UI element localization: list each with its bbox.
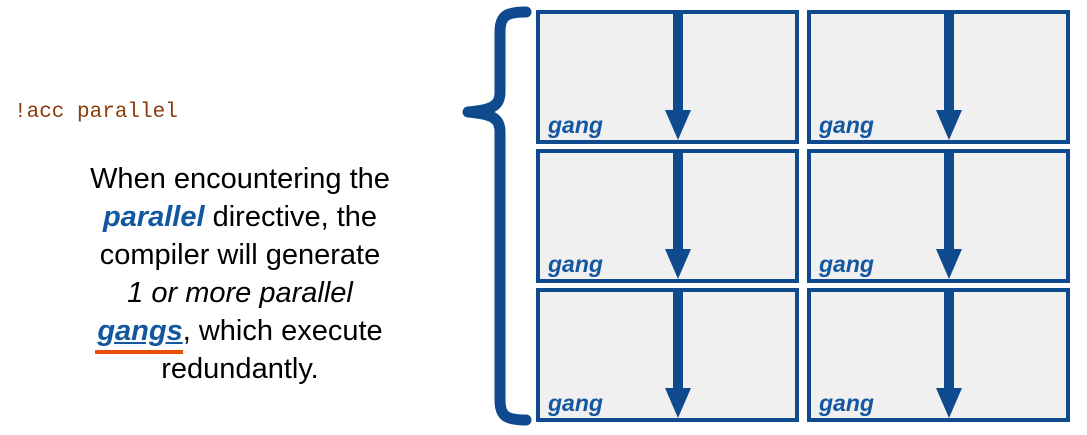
gang-box[interactable]: gang bbox=[807, 149, 1070, 283]
gang-row: gang gang bbox=[536, 149, 1084, 283]
gang-label: gang bbox=[548, 112, 603, 138]
description-text: When encountering the parallel directive… bbox=[30, 160, 450, 388]
arrow-down-icon bbox=[936, 292, 962, 418]
gang-box[interactable]: gang bbox=[536, 288, 799, 422]
arrow-down-icon bbox=[665, 14, 691, 140]
left-curly-brace-icon bbox=[462, 6, 532, 430]
gang-label: gang bbox=[548, 390, 603, 416]
description-line-5-rest: , which execute bbox=[182, 315, 383, 347]
gang-label: gang bbox=[819, 112, 874, 138]
arrow-down-icon bbox=[936, 153, 962, 279]
gang-label: gang bbox=[548, 251, 603, 277]
gang-row: gang gang bbox=[536, 288, 1084, 422]
keyword-parallel: parallel bbox=[102, 201, 205, 233]
description-line-2-rest: directive, the bbox=[204, 201, 378, 233]
acc-parallel-directive-code: !acc parallel bbox=[14, 101, 178, 124]
gang-row: gang gang bbox=[536, 10, 1084, 144]
gang-box[interactable]: gang bbox=[807, 10, 1070, 144]
gang-box[interactable]: gang bbox=[536, 149, 799, 283]
keyword-gangs: gangs bbox=[97, 315, 183, 347]
gang-label: gang bbox=[819, 390, 874, 416]
arrow-down-icon bbox=[936, 14, 962, 140]
arrow-down-icon bbox=[665, 292, 691, 418]
description-line-1: When encountering the bbox=[90, 163, 390, 195]
gang-box[interactable]: gang bbox=[536, 10, 799, 144]
explanation-panel: !acc parallel When encountering the para… bbox=[0, 0, 460, 432]
description-line-6: redundantly. bbox=[161, 353, 319, 385]
description-italic-phrase: 1 or more parallel bbox=[127, 277, 353, 309]
gang-grid: gang gang gang gang gang bbox=[536, 10, 1084, 422]
gang-label: gang bbox=[819, 251, 874, 277]
gang-box[interactable]: gang bbox=[807, 288, 1070, 422]
arrow-down-icon bbox=[665, 153, 691, 279]
description-line-3: compiler will generate bbox=[99, 239, 381, 271]
